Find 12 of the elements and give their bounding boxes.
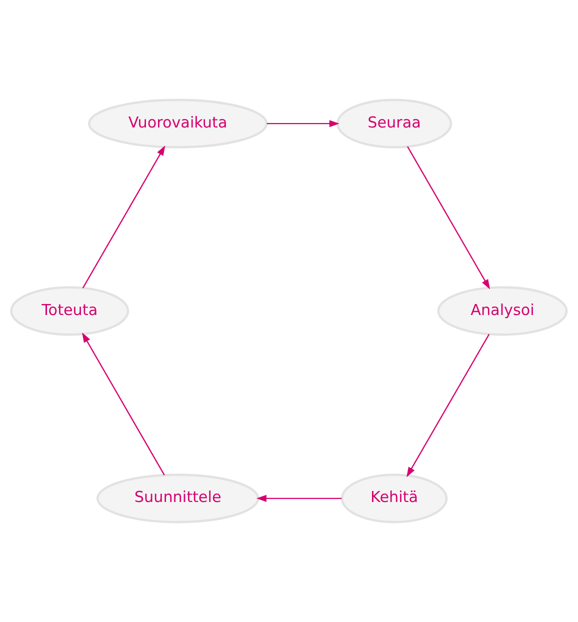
arrow xyxy=(82,145,166,288)
arrow xyxy=(406,334,490,478)
node-ellipse: Toteuta xyxy=(10,286,130,336)
node-ellipse: Vuorovaikuta xyxy=(88,98,268,148)
node-ellipse: Seuraa xyxy=(336,98,452,148)
node-ellipse: Kehitä xyxy=(340,474,448,524)
arrow xyxy=(256,494,342,502)
arrow xyxy=(82,332,165,476)
arrow xyxy=(407,146,490,290)
node-ellipse: Analysoi xyxy=(437,286,568,336)
arrow xyxy=(266,120,340,128)
node-ellipse: Suunnittele xyxy=(96,474,260,524)
